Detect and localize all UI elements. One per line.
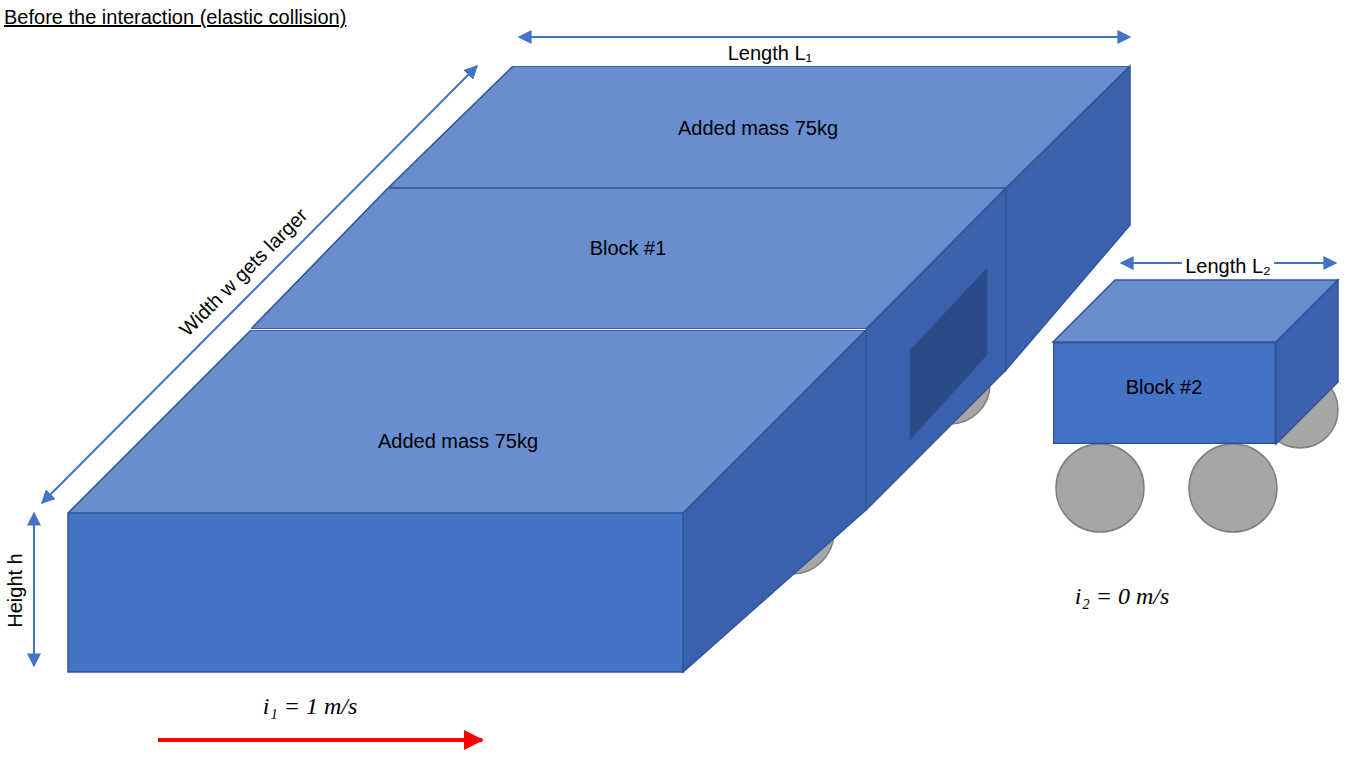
node-outline xyxy=(68,330,866,513)
block-label: Added mass 75kg xyxy=(378,430,538,453)
block-label: Added mass 75kg xyxy=(678,117,838,140)
block-label: Block #1 xyxy=(590,237,667,260)
block-top-face: Block #1 xyxy=(251,188,1006,329)
side-panel xyxy=(910,268,987,440)
velocity-label: i₂ = 0 m/s xyxy=(1075,583,1170,610)
dimension-arrow xyxy=(33,513,35,666)
velocity-arrow xyxy=(158,738,482,742)
dimension-arrow xyxy=(519,36,1130,38)
block-side-face xyxy=(1276,280,1338,444)
velocity-label: i₁ = 1 m/s xyxy=(263,693,358,720)
wheel xyxy=(1189,444,1277,532)
dimension-label: Height h xyxy=(4,553,27,628)
added-mass-slab: Added mass 75kg xyxy=(388,66,1130,188)
block-label: Block #2 xyxy=(1126,376,1203,399)
block-front-face: Block #2 xyxy=(1053,342,1276,444)
dimension-label: Length L₂ xyxy=(1182,255,1274,278)
wheel xyxy=(1056,444,1144,532)
title: Before the interaction (elastic collisio… xyxy=(4,6,346,29)
added-mass-slab: Added mass 75kg xyxy=(68,330,866,513)
dimension-label: Length L₁ xyxy=(728,42,813,65)
block-front-face xyxy=(68,513,683,672)
